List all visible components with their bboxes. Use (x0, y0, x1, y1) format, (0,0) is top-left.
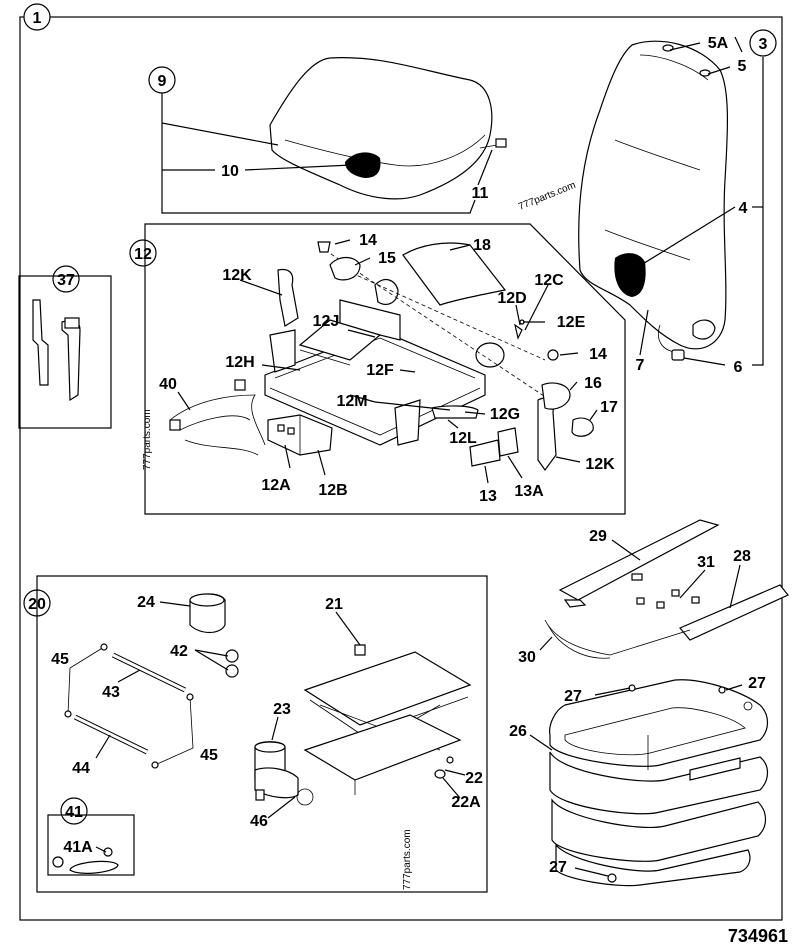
backrest (578, 40, 729, 350)
callout-3: 3 (749, 29, 777, 57)
part-number-label: 22 (465, 770, 483, 787)
part-number-label: 17 (600, 399, 618, 416)
part-number-label: 7 (636, 357, 645, 374)
part-number-label: 12K (585, 456, 615, 473)
part-number-label: 28 (733, 548, 751, 565)
part-number-label: 14 (589, 346, 607, 363)
part-number-label: 18 (473, 237, 491, 254)
suspension-assembly-group: 14 15 18 12K 12D 12C 12J 12E 12H 14 12F … (144, 223, 626, 515)
part-number-label: 29 (589, 528, 607, 545)
part-number-label: 12E (557, 314, 586, 331)
main-frame (19, 16, 783, 921)
part-number-label: 30 (518, 649, 536, 666)
callout-1: 1 (23, 3, 51, 31)
part-number-label: 12M (336, 393, 367, 410)
part-number-label: 13 (479, 488, 497, 505)
part-number-label: 42 (170, 643, 188, 660)
callout-41: 41 (60, 797, 88, 825)
part-number-label: 27 (564, 688, 582, 705)
part-number-label: 24 (137, 594, 155, 611)
part-number-label: 12H (225, 354, 254, 371)
part-number-label: 5A (708, 35, 729, 52)
callout-9: 9 (148, 66, 176, 94)
part-number-label: 12L (449, 430, 477, 447)
svg-text:3: 3 (759, 36, 768, 53)
svg-text:9: 9 (158, 73, 167, 90)
part-number-label: 16 (584, 375, 602, 392)
part-number-label: 27 (549, 859, 567, 876)
part-number-label: 41A (63, 839, 93, 856)
part-number-label: 45 (200, 747, 218, 764)
part-number-label: 12A (261, 477, 291, 494)
slide-rails-group: 29 31 28 30 (518, 519, 789, 666)
armrest-group (18, 275, 112, 429)
part-number-label: 13A (514, 483, 544, 500)
part-number-label: 11 (472, 185, 489, 202)
svg-text:41: 41 (65, 804, 83, 821)
part-number-label: 27 (748, 675, 766, 692)
part-number-label: 4 (739, 200, 748, 217)
part-number-label: 12D (497, 290, 526, 307)
watermark-2: 777parts.com (142, 409, 153, 470)
seat-cushion-group: 10 11 (161, 57, 507, 214)
part-number-label: 15 (378, 250, 396, 267)
part-number-label: 12C (534, 272, 564, 289)
part-number-label: 12G (490, 406, 520, 423)
part-number-label: 45 (51, 651, 69, 668)
part-number-label: 12J (313, 313, 340, 330)
svg-text:12: 12 (134, 246, 152, 263)
drawing-number: 734961 (728, 926, 788, 946)
seat-cushion (269, 57, 493, 200)
callout-37: 37 (52, 265, 80, 293)
part-number-label: 10 (221, 163, 239, 180)
part-number-label: 22A (451, 794, 481, 811)
part-number-label: 12K (222, 267, 252, 284)
bellows-group: 27 27 26 27 (509, 675, 769, 887)
svg-text:37: 37 (57, 272, 75, 289)
svg-text:1: 1 (33, 10, 42, 27)
part-number-label: 21 (325, 596, 343, 613)
part-number-label: 6 (734, 359, 743, 376)
part-number-label: 23 (273, 701, 291, 718)
part-number-label: 43 (102, 684, 120, 701)
backrest-group: 5A 5 4 6 7 (578, 35, 764, 376)
part-number-label: 40 (159, 376, 177, 393)
part-number-label: 26 (509, 723, 527, 740)
part-number-label: 46 (250, 813, 268, 830)
watermark-1: 777parts.com (517, 180, 577, 213)
callout-12: 12 (129, 239, 157, 267)
part-number-label: 14 (359, 232, 377, 249)
base-suspension-group: 24 21 42 45 43 23 44 45 22 22A 46 41A (36, 575, 488, 893)
part-number-label: 12B (318, 482, 347, 499)
part-number-label: 12F (366, 362, 394, 379)
part-number-label: 44 (72, 760, 90, 777)
part-number-label: 5 (738, 58, 747, 75)
watermark-3: 777parts.com (402, 829, 413, 890)
part-number-label: 31 (697, 554, 715, 571)
